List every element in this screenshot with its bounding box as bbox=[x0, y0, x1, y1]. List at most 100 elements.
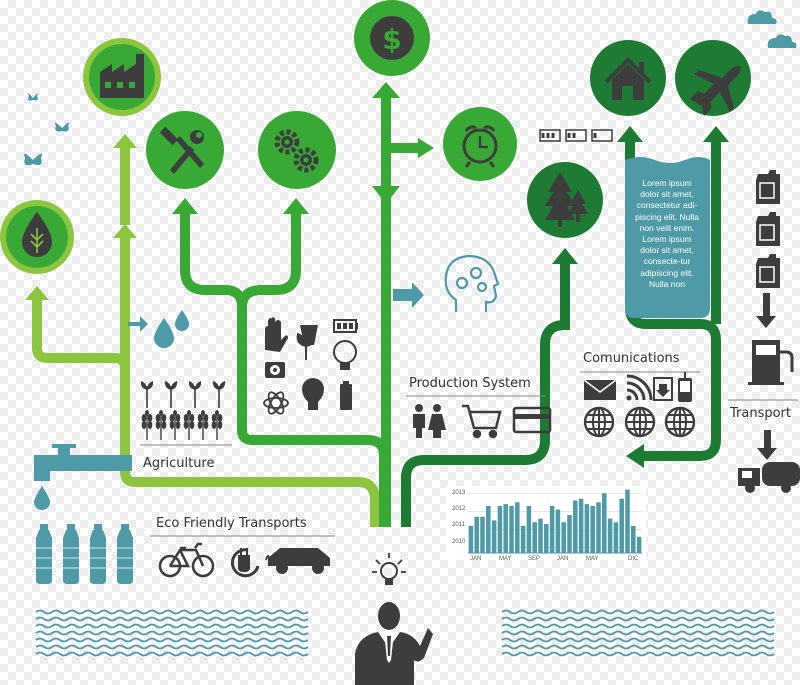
globe-icon bbox=[583, 406, 696, 438]
chart-bars bbox=[468, 489, 642, 553]
envelope-icon bbox=[583, 379, 617, 400]
chart-bar bbox=[584, 504, 590, 553]
wave-line bbox=[35, 630, 309, 636]
circle-plane[interactable] bbox=[675, 40, 751, 116]
airplane-icon bbox=[690, 66, 741, 116]
bar-chart: 2013 2012 2011 2010 JAN MAY SEP JAN MAY … bbox=[446, 486, 646, 562]
chart-bar bbox=[636, 536, 642, 553]
chart-bar bbox=[631, 525, 636, 553]
production-flow-lines bbox=[180, 96, 420, 527]
fuel-can-icon bbox=[755, 170, 781, 288]
x-tick-label: SEP bbox=[528, 556, 540, 562]
wave-line bbox=[501, 609, 775, 615]
y-tick-label: 2010 bbox=[452, 539, 466, 545]
chart-bar bbox=[474, 516, 479, 553]
wave-line bbox=[35, 623, 309, 629]
circle-gears[interactable] bbox=[258, 111, 336, 189]
wave-line bbox=[35, 616, 309, 622]
car-icon bbox=[265, 548, 330, 574]
battery-icon bbox=[539, 129, 613, 142]
chart-bar bbox=[555, 509, 561, 553]
cart-icon bbox=[462, 404, 502, 439]
water-waves-left bbox=[35, 609, 309, 657]
atom-icon bbox=[263, 391, 289, 415]
water-waves-right bbox=[501, 609, 775, 657]
wave-line bbox=[35, 609, 309, 615]
arrow-up-plane bbox=[703, 126, 729, 142]
chart-bar bbox=[578, 498, 584, 553]
circle-tools[interactable] bbox=[146, 111, 224, 189]
chart-bar bbox=[520, 525, 526, 553]
chart-x-labels: JAN MAY SEP JAN MAY DIC bbox=[470, 556, 639, 562]
label-production-system: Production System bbox=[409, 376, 531, 391]
arrow-up-gears bbox=[283, 198, 309, 214]
arrow-up-factory-1 bbox=[113, 134, 137, 148]
label-transport: Transport bbox=[729, 406, 791, 421]
phone-icon bbox=[678, 372, 692, 402]
x-tick-label: JAN bbox=[557, 556, 568, 562]
idea-lightbulb-icon bbox=[372, 553, 406, 585]
y-tick-label: 2013 bbox=[452, 490, 466, 496]
download-icon bbox=[653, 377, 673, 401]
arrow-up-tools bbox=[172, 198, 198, 214]
chart-y-labels: 2013 2012 2011 2010 bbox=[452, 490, 466, 545]
y-tick-label: 2011 bbox=[452, 522, 466, 528]
plug-icon bbox=[230, 548, 260, 578]
arrow-up-trees bbox=[552, 248, 578, 264]
arrow-up-dollar bbox=[372, 82, 400, 98]
communications-flow-lines bbox=[401, 141, 721, 527]
chart-bar bbox=[596, 502, 601, 553]
y-tick-label: 2012 bbox=[452, 506, 466, 512]
chart-bar bbox=[567, 514, 572, 553]
chart-bar bbox=[602, 493, 607, 553]
chart-grid bbox=[468, 492, 642, 554]
water-bottle-icon bbox=[35, 524, 134, 584]
arrow-down-center bbox=[372, 186, 400, 204]
chart-bar bbox=[544, 524, 549, 553]
chart-bar bbox=[613, 522, 619, 553]
chart-bar bbox=[561, 522, 566, 553]
arrow-up-factory-2 bbox=[113, 224, 137, 238]
crops-icons bbox=[140, 380, 226, 440]
gears-icon bbox=[274, 129, 319, 173]
circle-trees[interactable] bbox=[527, 162, 603, 238]
chart-bar bbox=[590, 505, 595, 553]
wave-line bbox=[35, 651, 309, 657]
arrow-up-leaf bbox=[25, 286, 49, 300]
hand-icon bbox=[265, 317, 288, 352]
arrow-down-fuel bbox=[756, 293, 776, 328]
faucet-icon bbox=[34, 444, 132, 510]
arrow-up-house bbox=[617, 126, 643, 142]
chart-bar bbox=[532, 522, 537, 553]
energy-icons bbox=[263, 317, 358, 415]
truck-icon bbox=[738, 462, 800, 493]
circle-house[interactable] bbox=[590, 40, 666, 116]
chart-bar bbox=[515, 502, 520, 553]
arrow-down-transport bbox=[757, 430, 777, 460]
wave-line bbox=[35, 637, 309, 643]
water-drops-icon bbox=[154, 310, 189, 348]
x-tick-label: JAN bbox=[470, 556, 481, 562]
chart-bar bbox=[526, 505, 532, 553]
circle-dollar[interactable]: $ bbox=[354, 0, 430, 76]
arrow-right-drops bbox=[128, 316, 148, 332]
chart-bar bbox=[619, 498, 624, 553]
circle-clock[interactable] bbox=[443, 107, 517, 181]
chart-bar bbox=[607, 518, 613, 553]
x-tick-label: MAY bbox=[499, 556, 512, 562]
credit-card-icon bbox=[512, 406, 552, 434]
label-agriculture: Agriculture bbox=[143, 456, 215, 471]
cloud-icon bbox=[747, 10, 797, 48]
circle-factory[interactable] bbox=[83, 38, 161, 116]
bulb-solid-icon bbox=[302, 378, 324, 410]
circle-leaf[interactable] bbox=[0, 200, 74, 274]
tools-icon bbox=[159, 126, 204, 174]
dollar-icon: $ bbox=[382, 23, 401, 56]
x-tick-label: DIC bbox=[628, 556, 639, 562]
chart-bar bbox=[503, 504, 508, 553]
arrow-left-transport bbox=[626, 444, 644, 468]
chart-bar bbox=[625, 489, 630, 553]
wave-line bbox=[501, 623, 775, 629]
trees-icon bbox=[545, 172, 588, 227]
wave-line bbox=[501, 644, 775, 650]
